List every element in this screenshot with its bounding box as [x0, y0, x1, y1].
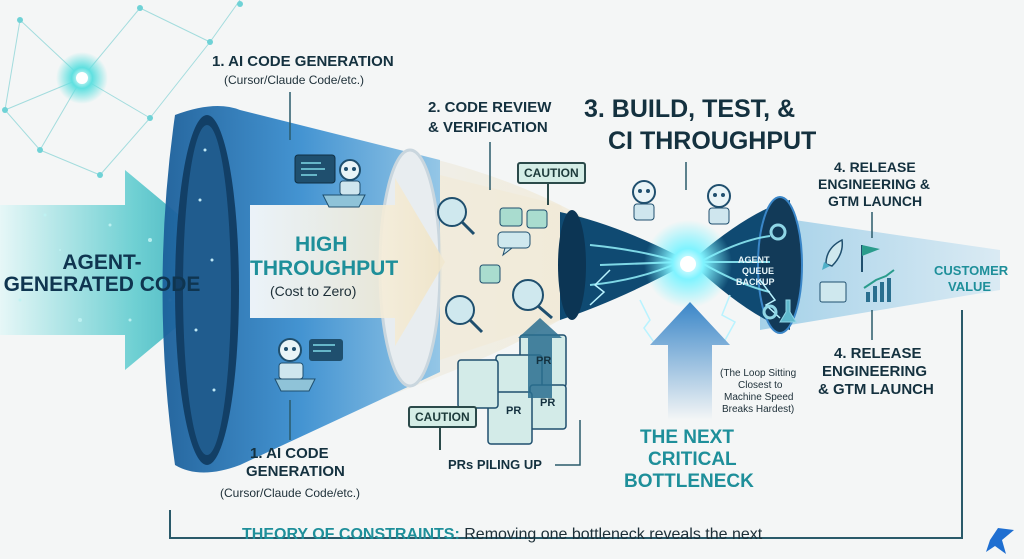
- chat-bubble-icon: [497, 231, 531, 257]
- caution-sign-bottom: CAUTION: [408, 406, 477, 428]
- step2-title-2: & VERIFICATION: [428, 119, 548, 136]
- loop-note-4: Breaks Hardest): [722, 404, 795, 415]
- step4-top-2: ENGINEERING &: [818, 176, 931, 192]
- next-bottleneck-arrow: [650, 302, 730, 420]
- lightning-icon: [589, 269, 781, 346]
- loop-note-1: (The Loop Sitting: [720, 368, 797, 379]
- pr-tag-1: PR: [536, 355, 552, 367]
- robot-icon: [707, 184, 731, 225]
- step1-bottom-title-1: 1. AI CODE: [250, 445, 329, 462]
- caution-sign-icon: [439, 180, 549, 450]
- robot-icon: [632, 180, 656, 221]
- high-throughput-line1: HIGH: [295, 233, 348, 256]
- rocket-icon: [822, 238, 844, 270]
- step3-title-2: CI THROUGHPUT: [608, 127, 817, 155]
- theory-bold: THEORY OF CONSTRAINTS:: [242, 526, 460, 543]
- next-bottleneck-3: BOTTLENECK: [624, 471, 754, 492]
- step1-top-sub: (Cursor/Claude Code/etc.): [224, 73, 365, 87]
- step4-top-3: GTM LAUNCH: [828, 193, 923, 209]
- user-search-icon: [437, 197, 553, 334]
- robot-icon: [294, 154, 366, 208]
- loop-note-3: Machine Speed: [724, 392, 794, 403]
- throughput-arrow: [250, 178, 445, 346]
- step1-bottom-title-2: GENERATION: [246, 463, 345, 480]
- agent-generated-label: AGENT-GENERATED CODE: [3, 251, 201, 297]
- high-throughput-line2: THROUGHPUT: [250, 257, 399, 280]
- thumbs-down-icon: [526, 209, 548, 229]
- caution-sign-top: CAUTION: [517, 162, 586, 184]
- pr-tag-2: PR: [506, 405, 522, 417]
- theory-rest: Removing one bottleneck reveals the next: [464, 526, 763, 543]
- robot-icon: [274, 338, 343, 392]
- bottleneck: [558, 196, 803, 334]
- star-logo-icon: [986, 528, 1014, 554]
- step4-top-1: 4. RELEASE: [834, 159, 916, 175]
- agent-queue-1: AGENT: [738, 255, 770, 265]
- step3-title-1: 3. BUILD, TEST, &: [584, 95, 796, 123]
- agent-queue-2: QUEUE: [742, 266, 775, 276]
- customer-value-2: VALUE: [948, 279, 992, 294]
- pr-tag-3: PR: [540, 397, 556, 409]
- step4-bottom-2: ENGINEERING: [822, 363, 928, 380]
- gear-icon: [762, 223, 787, 320]
- customer-value-1: CUSTOMER: [934, 263, 1009, 278]
- chart-icon: [819, 269, 895, 303]
- flask-icon: [779, 299, 797, 323]
- agent-queue-3: BACKUP: [736, 277, 775, 287]
- step2-title-1: 2. CODE REVIEW: [428, 99, 552, 116]
- high-throughput-sub: (Cost to Zero): [270, 283, 357, 299]
- theory-footer: THEORY OF CONSTRAINTS: Removing one bott…: [242, 526, 762, 544]
- loop-note-2: Closest to: [738, 380, 783, 391]
- prs-piling-label: PRs PILING UP: [448, 457, 542, 472]
- next-bottleneck-1: THE NEXT: [640, 427, 734, 448]
- step4-bottom-3: & GTM LAUNCH: [818, 381, 934, 398]
- step4-bottom-1: 4. RELEASE: [834, 345, 922, 362]
- step1-top-title: 1. AI CODE GENERATION: [212, 53, 394, 70]
- thumbs-up-icon: [479, 207, 523, 284]
- next-bottleneck-2: CRITICAL: [648, 449, 737, 470]
- flag-icon: [861, 245, 880, 272]
- step1-bottom-sub: (Cursor/Claude Code/etc.): [220, 486, 361, 500]
